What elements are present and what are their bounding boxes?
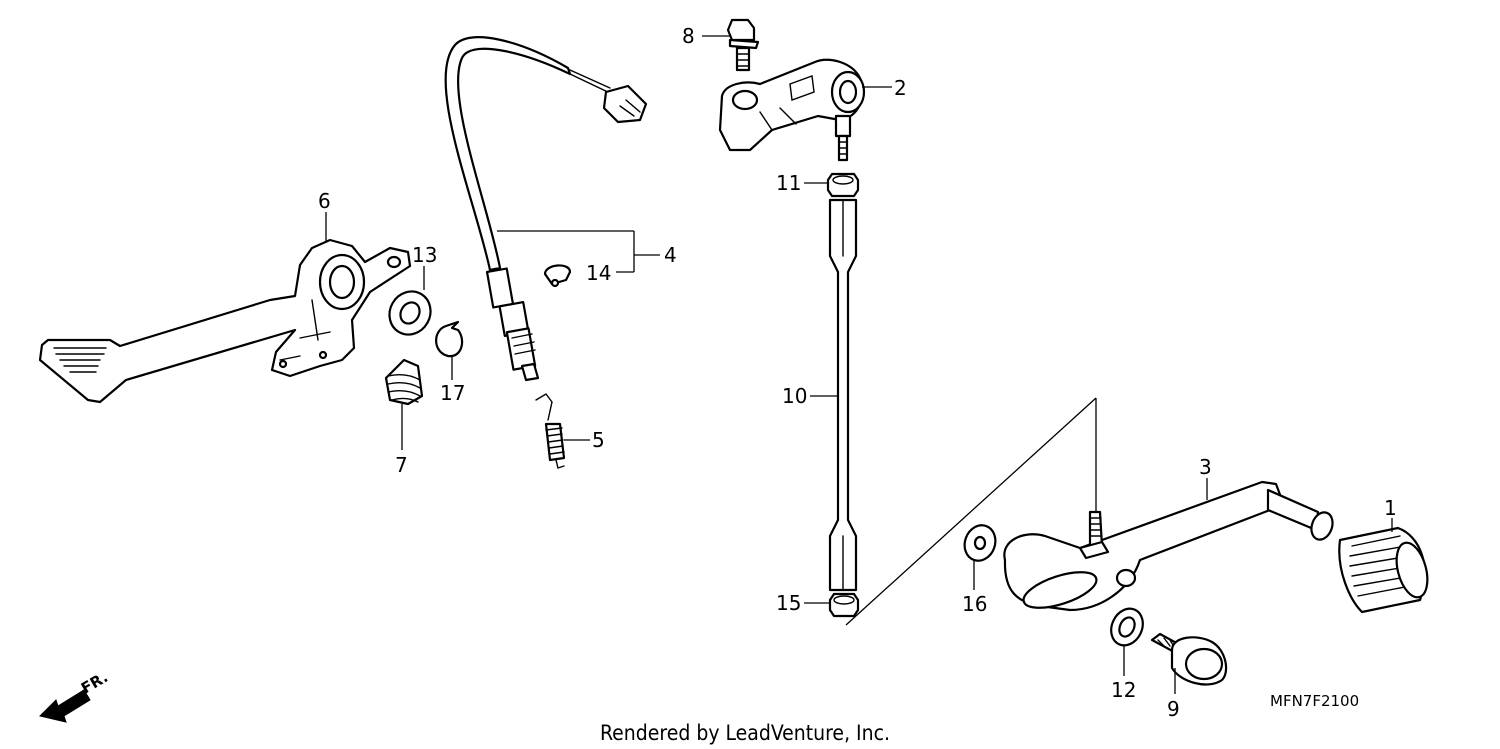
stop-switch-cable[interactable] bbox=[444, 36, 648, 382]
washer-12[interactable] bbox=[1105, 603, 1148, 650]
callout-13: 13 bbox=[412, 243, 437, 267]
gearshift-pedal[interactable] bbox=[1003, 480, 1336, 615]
diagram-code: MFN7F2100 bbox=[1270, 692, 1359, 710]
callout-5: 5 bbox=[592, 428, 605, 452]
return-spring-7[interactable] bbox=[384, 358, 424, 406]
callout-8: 8 bbox=[682, 24, 695, 48]
tie-rod-10[interactable] bbox=[828, 198, 858, 592]
callout-11: 11 bbox=[776, 171, 801, 195]
circlip-17[interactable] bbox=[435, 320, 464, 358]
callout-7: 7 bbox=[395, 453, 408, 477]
nut-11[interactable] bbox=[826, 172, 860, 198]
brake-pedal[interactable] bbox=[38, 238, 412, 404]
callout-14: 14 bbox=[586, 261, 611, 285]
credit-text: Rendered by LeadVenture, Inc. bbox=[600, 721, 890, 745]
callout-6: 6 bbox=[318, 189, 331, 213]
leader-lines bbox=[325, 35, 1393, 694]
callout-1: 1 bbox=[1384, 496, 1397, 520]
bolt-8[interactable] bbox=[726, 18, 760, 72]
pivot-bolt-9[interactable] bbox=[1150, 632, 1228, 686]
callout-12: 12 bbox=[1111, 678, 1136, 702]
callout-9: 9 bbox=[1167, 697, 1180, 721]
callout-15: 15 bbox=[776, 591, 801, 615]
callout-3: 3 bbox=[1199, 455, 1212, 479]
pedal-rubber-1[interactable] bbox=[1338, 526, 1432, 614]
washer-13[interactable] bbox=[382, 284, 439, 342]
shift-arm[interactable] bbox=[718, 58, 866, 162]
callout-16: 16 bbox=[962, 592, 987, 616]
callout-2: 2 bbox=[894, 76, 907, 100]
nut-15[interactable] bbox=[828, 592, 860, 618]
callout-labels: 1 2 3 4 5 6 7 8 9 10 11 12 13 14 15 16 1… bbox=[318, 24, 1397, 721]
front-direction-arrow: FR. bbox=[39, 668, 111, 723]
washer-16[interactable] bbox=[960, 521, 1001, 565]
callout-4: 4 bbox=[664, 243, 677, 267]
callout-10: 10 bbox=[782, 384, 807, 408]
callout-17: 17 bbox=[440, 381, 465, 405]
clip-14[interactable] bbox=[543, 264, 572, 288]
spring-5[interactable] bbox=[535, 393, 566, 469]
